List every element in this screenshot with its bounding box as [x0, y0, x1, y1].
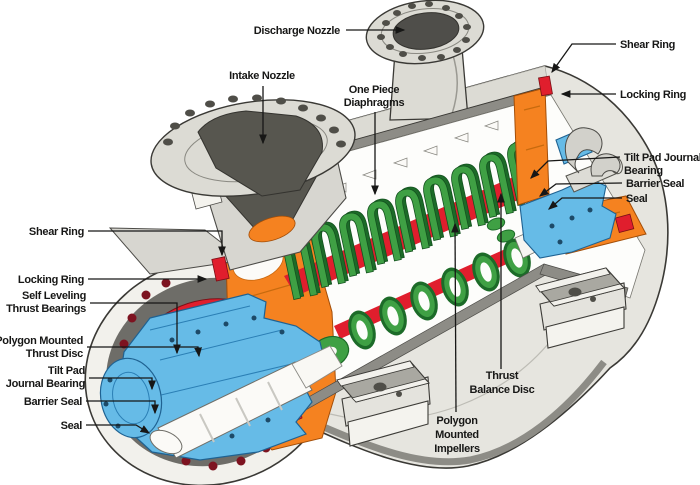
mounting-foot-left	[336, 360, 431, 447]
intake-flange-bore	[197, 110, 323, 197]
pump-shaft	[149, 345, 343, 459]
discharge-head-column	[513, 87, 550, 206]
leader-shear-ring-right	[551, 43, 616, 74]
leader-barrier-seal-right	[538, 182, 623, 197]
shear-ring-block-right	[538, 75, 553, 97]
label-polygon-mounted-thrust-disc-1: Polygon Mounted	[0, 335, 83, 347]
leader-barrier-seal-left	[86, 400, 159, 415]
label-tilt-pad-journal-bearing-left-2: Journal Bearing	[6, 378, 85, 390]
label-polygon-mounted-thrust-disc-2: Thrust Disc	[26, 348, 83, 360]
discharge-flange-bolts	[377, 1, 471, 61]
discharge-nozzle	[365, 0, 485, 121]
label-polygon-mounted-impellers-1: Polygon	[436, 415, 478, 427]
label-tilt-pad-journal-bearing-right-2: Bearing	[624, 165, 663, 177]
leader-seal-left	[86, 424, 151, 434]
label-locking-ring-right: Locking Ring	[620, 89, 686, 101]
label-one-piece-diaphragms-2: Diaphragms	[344, 97, 405, 109]
intake-throat	[248, 215, 296, 243]
impeller-shroud	[410, 281, 438, 321]
leader-self-leveling-thrust-bearings	[90, 302, 181, 355]
label-self-leveling-thrust-bearings-2: Thrust Bearings	[6, 303, 86, 315]
leader-tilt-pad-journal-bearing-left	[89, 377, 156, 391]
label-shear-ring-right: Shear Ring	[620, 39, 675, 51]
impeller-shroud	[472, 252, 500, 292]
label-barrier-seal-left: Barrier Seal	[24, 396, 82, 408]
label-polygon-mounted-impellers-2: Mounted	[435, 429, 479, 441]
label-shear-ring-left: Shear Ring	[29, 226, 84, 238]
stage-stack	[280, 108, 561, 350]
labels: Discharge Nozzle Intake Nozzle One Piece…	[0, 25, 700, 455]
discharge-bore	[392, 12, 460, 50]
label-seal-right: Seal	[626, 193, 648, 205]
locking-ring-block-right	[614, 213, 635, 234]
label-thrust-balance-disc-2: Balance Disc	[470, 384, 535, 396]
leader-seal-right	[548, 197, 622, 210]
mounting-foot-right	[534, 267, 627, 349]
leader-polygon-mounted-impellers	[451, 222, 459, 413]
label-self-leveling-thrust-bearings-1: Self Leveling	[22, 290, 86, 302]
leader-shear-ring-left	[88, 230, 226, 257]
leader-polygon-mounted-thrust-disc	[87, 346, 202, 358]
barrel-bottom-shade	[310, 359, 607, 466]
label-intake-nozzle: Intake Nozzle	[229, 70, 295, 82]
intake-flange-bolts	[163, 94, 346, 148]
label-polygon-mounted-impellers-3: Impellers	[434, 443, 480, 455]
label-seal-left: Seal	[61, 420, 83, 432]
label-locking-ring-left: Locking Ring	[18, 274, 84, 286]
label-barrier-seal-right: Barrier Seal	[626, 178, 684, 190]
leader-tilt-pad-journal-bearing-right	[530, 156, 621, 179]
intake-nozzle	[150, 94, 356, 271]
impellers-group	[348, 238, 531, 350]
impeller-shroud	[348, 310, 376, 350]
impeller-shroud	[379, 296, 407, 336]
label-thrust-balance-disc-1: Thrust	[486, 370, 519, 382]
leader-lines	[86, 26, 623, 434]
label-tilt-pad-journal-bearing-right-1: Tilt Pad Journal	[624, 152, 700, 164]
label-one-piece-diaphragms-1: One Piece	[349, 84, 400, 96]
shear-ring-block-left	[211, 256, 230, 282]
label-tilt-pad-journal-bearing-left-1: Tilt Pad	[48, 365, 85, 377]
label-discharge-nozzle: Discharge Nozzle	[254, 25, 340, 37]
